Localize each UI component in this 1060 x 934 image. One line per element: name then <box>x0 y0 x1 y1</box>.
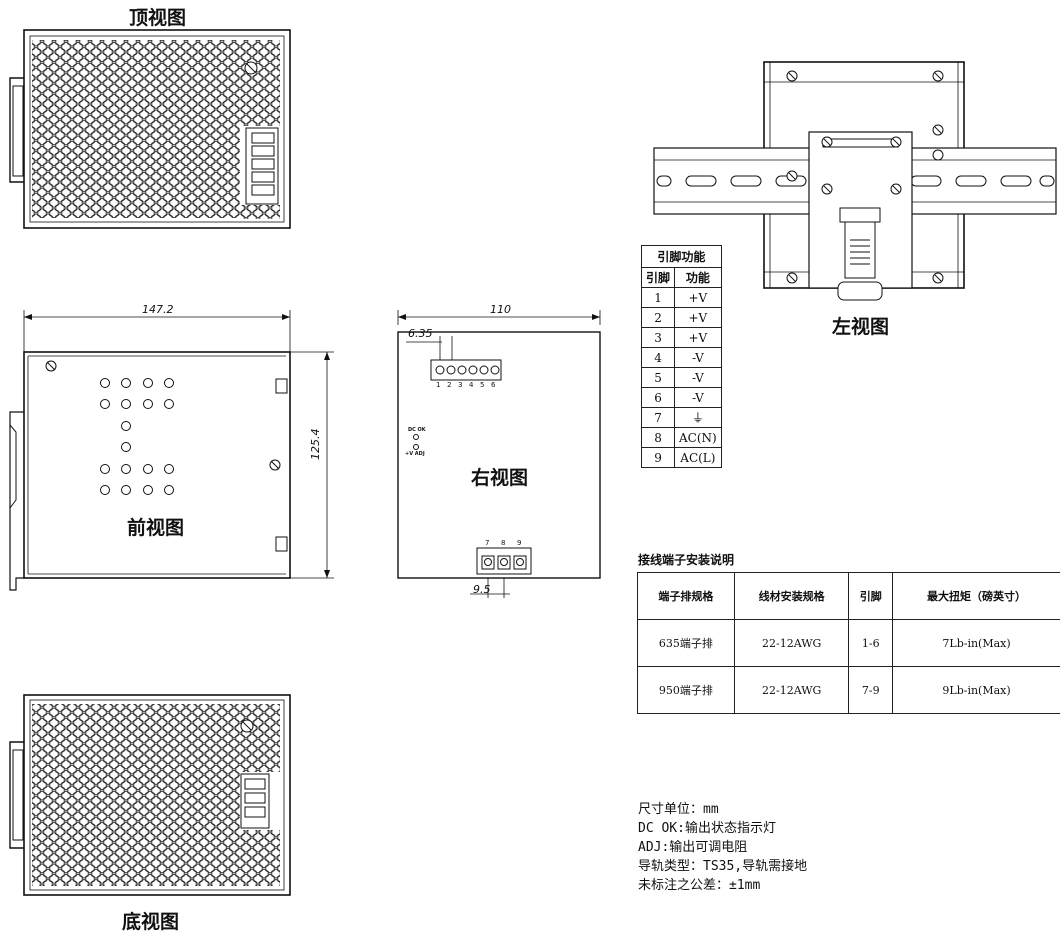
note-line: ADJ:输出可调电阻 <box>638 838 807 857</box>
table-row: 2+V <box>642 308 722 328</box>
pin-cell: 1 <box>642 288 675 308</box>
terminal-installation-table: 端子排规格 线材安装规格 引脚 最大扭矩（磅英寸） 635端子排 22-12AW… <box>637 572 1060 714</box>
terminal-spec-cell: 635端子排 <box>638 620 735 667</box>
table-row: 6-V <box>642 388 722 408</box>
function-header: 功能 <box>675 268 722 288</box>
terminal-spec-cell: 950端子排 <box>638 667 735 714</box>
ground-icon: ⏚ <box>675 408 722 428</box>
wire-spec-header: 线材安装规格 <box>734 573 849 620</box>
pin-cell: 3 <box>642 328 675 348</box>
bottom-view-label: 底视图 <box>122 907 179 934</box>
pin-cell: 9 <box>642 448 675 468</box>
table-row: 635端子排 22-12AWG 1-6 7Lb-in(Max) <box>638 620 1060 667</box>
terminal-spec-header: 端子排规格 <box>638 573 735 620</box>
left-view-label: 左视图 <box>832 312 889 339</box>
function-cell: AC(N) <box>675 428 722 448</box>
table-row: 3+V <box>642 328 722 348</box>
wire-spec-cell: 22-12AWG <box>734 620 849 667</box>
notes: 尺寸单位：mm DC OK:输出状态指示灯 ADJ:输出可调电阻 导轨类型：TS… <box>638 800 807 895</box>
torque-header: 最大扭矩（磅英寸） <box>893 573 1060 620</box>
pin-cell: 6 <box>642 388 675 408</box>
pitch-635-dimension: 6.35 <box>408 327 433 340</box>
table-row: 1+V <box>642 288 722 308</box>
top-view-drawing <box>10 30 290 228</box>
pin-header: 引脚 <box>849 573 893 620</box>
height-dimension: 125.4 <box>309 429 322 461</box>
torque-cell: 7Lb-in(Max) <box>893 620 1060 667</box>
function-cell: -V <box>675 388 722 408</box>
note-line: 未标注之公差：±1mm <box>638 876 807 895</box>
width-dimension: 147.2 <box>142 303 174 316</box>
function-cell: +V <box>675 308 722 328</box>
front-view-label: 前视图 <box>127 513 184 540</box>
bottom-view-drawing <box>10 695 290 895</box>
top-view-label: 顶视图 <box>129 3 186 30</box>
note-line: DC OK:输出状态指示灯 <box>638 819 807 838</box>
function-cell: AC(L) <box>675 448 722 468</box>
function-cell: -V <box>675 348 722 368</box>
pin-cell: 8 <box>642 428 675 448</box>
function-cell: -V <box>675 368 722 388</box>
note-line: 尺寸单位：mm <box>638 800 807 819</box>
torque-cell: 9Lb-in(Max) <box>893 667 1060 714</box>
pin-cell: 7 <box>642 408 675 428</box>
right-view-label: 右视图 <box>471 463 528 490</box>
terminal-table-title: 接线端子安装说明 <box>638 551 734 568</box>
table-row: 4-V <box>642 348 722 368</box>
terminal-number: 1 <box>436 381 447 389</box>
front-view-drawing <box>10 310 334 590</box>
pin-cell: 4 <box>642 348 675 368</box>
terminal-number: 8 <box>501 539 517 547</box>
terminal-number: 6 <box>491 381 502 389</box>
function-cell: +V <box>675 288 722 308</box>
table-row: 5-V <box>642 368 722 388</box>
pin-cell: 7-9 <box>849 667 893 714</box>
pin-table-title: 引脚功能 <box>641 245 722 267</box>
pin-cell: 1-6 <box>849 620 893 667</box>
terminal-number: 2 <box>447 381 458 389</box>
dc-ok-label: DC OK <box>408 427 426 433</box>
depth-dimension: 110 <box>490 303 511 316</box>
pin-header: 引脚 <box>642 268 675 288</box>
wire-spec-cell: 22-12AWG <box>734 667 849 714</box>
terminal-number: 5 <box>480 381 491 389</box>
v-adj-label: +V ADJ <box>405 451 425 457</box>
right-view-drawing <box>398 310 600 598</box>
table-row: 950端子排 22-12AWG 7-9 9Lb-in(Max) <box>638 667 1060 714</box>
terminal-number: 9 <box>517 539 533 547</box>
note-line: 导轨类型：TS35,导轨需接地 <box>638 857 807 876</box>
pin-cell: 5 <box>642 368 675 388</box>
pitch-950-dimension: 9.5 <box>473 583 491 596</box>
function-cell: +V <box>675 328 722 348</box>
table-row: 7⏚ <box>642 408 722 428</box>
terminal-number: 4 <box>469 381 480 389</box>
terminal-number: 3 <box>458 381 469 389</box>
terminal-number: 7 <box>485 539 501 547</box>
pin-cell: 2 <box>642 308 675 328</box>
